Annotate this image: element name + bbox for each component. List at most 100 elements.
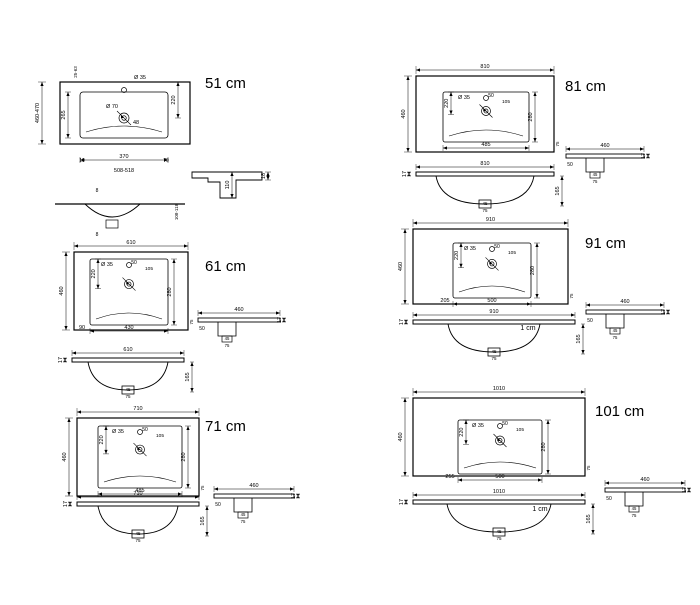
basin-width-dimension: 500	[487, 298, 496, 304]
side-drain-75-label: 75	[241, 519, 246, 524]
tap-offset-label: 50	[142, 427, 148, 433]
tap-offset2-label: 105	[516, 427, 524, 433]
tap-hole	[483, 95, 489, 101]
side-drain-45-label: 45	[225, 336, 230, 341]
side-drain-45-label: 45	[632, 506, 637, 511]
basin-slope	[95, 312, 163, 320]
basin-width-dimension: 485	[481, 142, 490, 148]
front-drain-block	[487, 347, 501, 357]
vanity-top-outline	[76, 417, 200, 497]
drain-circle	[487, 259, 497, 269]
side-drain-block	[221, 335, 233, 343]
side-basin-profile	[624, 492, 644, 507]
dimension-arrow	[63, 358, 67, 362]
width-dimension: 1010	[493, 386, 505, 392]
side-drain-block	[237, 511, 249, 519]
tap-offset2-label: 105	[508, 250, 516, 256]
dimension-arrow	[176, 82, 180, 118]
section-dim-b-label: 108-118	[174, 203, 179, 220]
front-top-slab	[71, 357, 185, 363]
drain-mark	[121, 115, 124, 118]
section-dim-a-label: 8	[96, 232, 99, 238]
front-top-slab	[415, 171, 555, 177]
basin-outline	[457, 419, 543, 475]
thickness-dimension: 17	[399, 499, 405, 505]
side-basin-profile	[217, 322, 237, 337]
tap-hole	[121, 87, 127, 93]
side-thickness-dimension: 17	[682, 487, 688, 493]
width-dimension: 710	[133, 406, 142, 412]
side-thickness-dimension: 18	[261, 173, 267, 179]
front-basin-curve	[446, 503, 552, 533]
depth-dimension: 460	[398, 262, 404, 271]
dimension-arrow	[296, 494, 300, 498]
dimension-arrow	[282, 318, 286, 322]
drain-mark	[493, 433, 507, 448]
rim-dimension: 220	[459, 428, 465, 437]
side-back-label: 50	[199, 326, 205, 332]
front-drain-block	[478, 199, 492, 209]
width-dimension: 810	[480, 64, 489, 70]
basin-width-dimension: 485	[135, 488, 144, 494]
drain-75-label: 75	[491, 356, 497, 361]
drain-45-label: 45	[482, 201, 488, 206]
rim-dimension: 220	[99, 435, 105, 444]
tap-hole-label: Ø 35	[472, 423, 484, 429]
rim-dimension: 220	[91, 269, 97, 278]
side-top-slab	[213, 493, 295, 499]
rim-dimension: 220	[171, 95, 177, 104]
side-drain-75-label: 75	[613, 335, 618, 340]
basin-outline	[97, 425, 183, 489]
width-dimension: 610	[126, 240, 135, 246]
edge-label: 75	[555, 141, 560, 147]
side-top-slab	[585, 309, 665, 315]
basin-depth-dimension: 280	[181, 452, 187, 461]
front-basin-curve	[97, 505, 179, 535]
width-dimension: 370	[119, 154, 128, 160]
edge-label: 75	[189, 319, 194, 325]
dimension-arrow	[646, 154, 650, 158]
tap-hole-label: Ø 35	[464, 246, 476, 252]
drain-circle	[135, 444, 145, 455]
basin-outline	[442, 91, 530, 143]
size-label-101: 101 cm	[595, 403, 645, 420]
basin-depth-dimension: 280	[530, 266, 536, 275]
drain-mark	[479, 104, 493, 118]
basin-width-dimension: 500	[495, 474, 504, 480]
side-depth-dimension: 460	[620, 299, 629, 305]
front-drain-block	[121, 385, 135, 395]
drain-mark	[126, 281, 130, 285]
scale-mark-label: 1 cm	[520, 325, 535, 332]
drain-45-label: 45	[491, 349, 497, 354]
front-top-slab	[76, 501, 200, 507]
front-width-dimension: 810	[480, 161, 489, 167]
front-top-slab	[412, 319, 576, 325]
front-width-dimension: 910	[489, 309, 498, 315]
basin-slope	[85, 125, 163, 133]
rim-dimension: 220	[444, 99, 450, 108]
basin-width-dimension: 430	[124, 325, 133, 331]
front-drain-block	[492, 527, 506, 537]
dimension-arrow	[404, 320, 408, 324]
drain-75-label: 75	[135, 538, 141, 543]
drain-mark	[497, 437, 501, 441]
front-basin-curve	[435, 175, 535, 205]
side-top-slab	[197, 317, 281, 323]
vanity-top-outline	[415, 75, 555, 153]
size-label-91: 91 cm	[585, 235, 626, 252]
tap-hole	[489, 246, 495, 252]
offset-label: 255	[445, 474, 454, 480]
side-basin-profile	[605, 314, 625, 329]
drain-mark	[485, 257, 499, 271]
width-range-label: 508-518	[114, 168, 134, 174]
drain-45-label: 45	[496, 529, 502, 534]
tap-offset2-label: 105	[145, 266, 153, 272]
tap-offset-label: 50	[494, 244, 500, 250]
drain-circle	[481, 106, 491, 116]
tap-offset-label: 50	[488, 93, 494, 99]
front-top-slab	[412, 499, 586, 505]
basin-outline	[452, 242, 532, 299]
basin-depth-dimension: 280	[541, 442, 547, 451]
